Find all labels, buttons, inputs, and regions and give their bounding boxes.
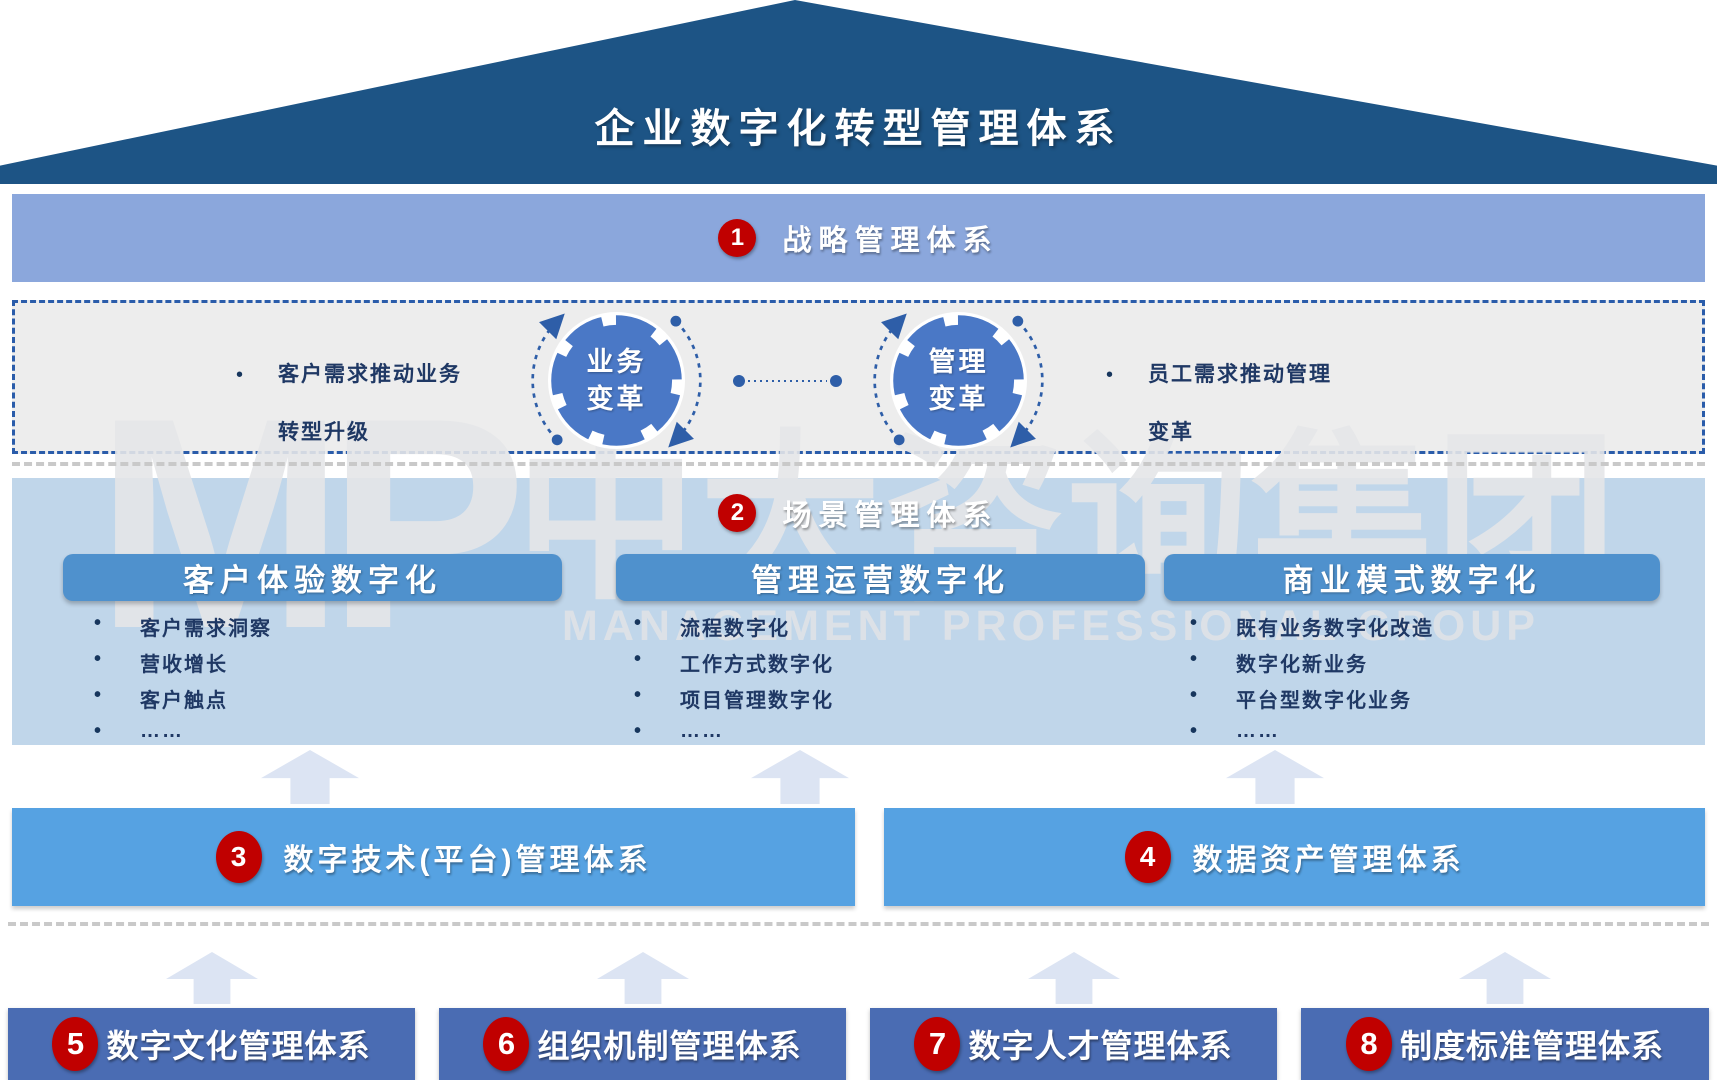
bullet-dot-icon: •	[94, 720, 104, 742]
list-item: • 既有业务数字化改造	[1190, 612, 1434, 640]
dashed-divider	[8, 922, 1709, 926]
number-badge-icon: 3	[215, 831, 262, 883]
number-badge-icon: 1	[718, 219, 757, 257]
bullet-dot-icon: •	[1106, 364, 1114, 386]
business-circle-line2: 变革	[586, 383, 647, 414]
foundation-box-culture: 5 数字文化管理体系	[8, 1008, 415, 1080]
list-item: • ……	[94, 720, 184, 742]
up-arrow-icon	[751, 750, 849, 804]
roof-triangle	[0, 0, 1717, 184]
cycle-arrows-icon	[873, 311, 1044, 450]
bullet-dot-icon: •	[634, 648, 644, 670]
employee-demand-bullet: • 员工需求推动管理 变革	[1106, 346, 1332, 462]
list-item: • 营收增长	[94, 648, 228, 676]
column-header-business-model: 商业模式数字化	[1164, 554, 1660, 601]
management-circle-line1: 管理	[928, 346, 989, 377]
list-item: • 项目管理数字化	[634, 684, 834, 712]
list-item: • 数字化新业务	[1190, 648, 1368, 676]
tech-platform-box: 3 数字技术(平台)管理体系	[12, 808, 855, 906]
up-arrow-icon	[166, 952, 258, 1004]
dotted-link-icon	[733, 375, 842, 387]
bullet-dot-icon: •	[1190, 720, 1200, 742]
customer-demand-bullet: • 客户需求推动业务 转型升级	[236, 346, 462, 462]
employee-demand-line2: 变革	[1148, 421, 1194, 444]
foundation-title-standards: 制度标准管理体系	[1399, 1028, 1664, 1064]
data-asset-title: 数据资产管理体系	[1192, 844, 1465, 877]
number-badge-icon: 6	[483, 1017, 530, 1071]
number-badge-icon: 5	[52, 1017, 99, 1071]
business-change-circle: 业务 变革	[514, 278, 719, 488]
list-item: • ……	[1190, 720, 1280, 742]
bullet-dot-icon: •	[236, 364, 244, 386]
list-item: • ……	[634, 720, 724, 742]
foundation-title-culture: 数字文化管理体系	[106, 1028, 371, 1064]
strategy-band: 1 战略管理体系	[12, 194, 1705, 282]
column-header-customer-experience: 客户体验数字化	[63, 554, 562, 601]
foundation-box-talent: 7 数字人才管理体系	[870, 1008, 1277, 1080]
up-arrow-icon	[597, 952, 689, 1004]
tech-platform-title: 数字技术(平台)管理体系	[283, 844, 652, 877]
column-header-management-operation: 管理运营数字化	[616, 554, 1145, 601]
strategy-title: 战略管理体系	[782, 225, 999, 257]
business-circle-line1: 业务	[586, 346, 647, 377]
number-badge-icon: 4	[1124, 831, 1171, 883]
bullet-dot-icon: •	[94, 684, 104, 706]
bullet-dot-icon: •	[634, 684, 644, 706]
cycle-arrows-icon	[531, 311, 702, 450]
dashed-divider	[12, 462, 1705, 466]
list-item: • 平台型数字化业务	[1190, 684, 1412, 712]
number-badge-icon: 8	[1345, 1017, 1392, 1071]
management-circle-line2: 变革	[928, 383, 989, 414]
customer-demand-line2: 转型升级	[278, 421, 370, 444]
up-arrow-icon	[1226, 750, 1324, 804]
up-arrow-icon	[261, 750, 359, 804]
bullet-dot-icon: •	[1190, 612, 1200, 634]
bullet-dot-icon: •	[94, 612, 104, 634]
foundation-box-organization: 6 组织机制管理体系	[439, 1008, 846, 1080]
foundation-title-talent: 数字人才管理体系	[968, 1028, 1233, 1064]
bullet-dot-icon: •	[1190, 648, 1200, 670]
number-badge-icon: 7	[914, 1017, 961, 1071]
bullet-dot-icon: •	[634, 612, 644, 634]
customer-demand-line1: 客户需求推动业务	[278, 363, 462, 386]
up-arrow-icon	[1459, 952, 1551, 1004]
up-arrow-icon	[1028, 952, 1120, 1004]
scenario-title: 场景管理体系	[782, 500, 999, 532]
list-item: • 客户需求洞察	[94, 612, 272, 640]
data-asset-box: 4 数据资产管理体系	[884, 808, 1705, 906]
bullet-dot-icon: •	[634, 720, 644, 742]
diagram-title: 企业数字化转型管理体系	[594, 107, 1123, 151]
bullet-dot-icon: •	[94, 648, 104, 670]
bullet-dot-icon: •	[1190, 684, 1200, 706]
scenario-header: 2 场景管理体系	[12, 492, 1705, 534]
list-item: • 客户触点	[94, 684, 228, 712]
list-item: • 流程数字化	[634, 612, 790, 640]
list-item: • 工作方式数字化	[634, 648, 834, 676]
foundation-title-organization: 组织机制管理体系	[537, 1028, 802, 1064]
number-badge-icon: 2	[718, 494, 757, 532]
strategy-detail-box	[12, 300, 1705, 454]
scenario-panel	[12, 478, 1705, 745]
foundation-box-standards: 8 制度标准管理体系	[1301, 1008, 1709, 1080]
management-change-circle: 管理 变革	[856, 278, 1061, 488]
employee-demand-line1: 员工需求推动管理	[1148, 363, 1332, 386]
